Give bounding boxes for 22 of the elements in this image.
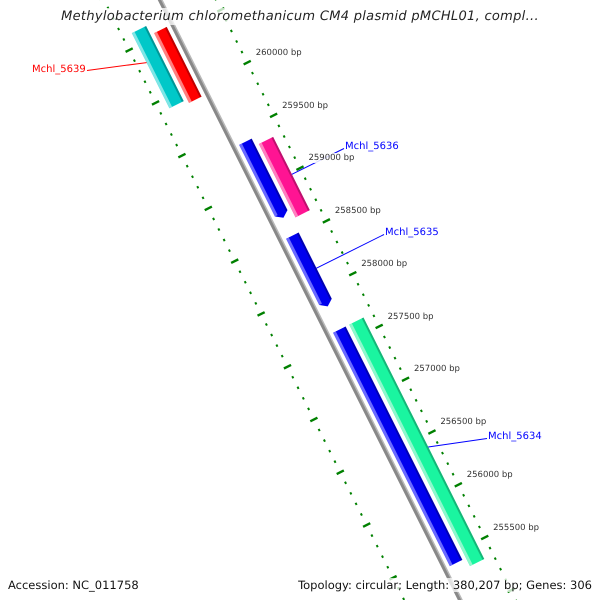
gene-bar	[154, 26, 202, 103]
genome-stats-text: Topology: circular; Length: 380,207 bp; Genes: 306	[298, 578, 592, 592]
position-label: 256500 bp	[440, 417, 486, 427]
gene-arrow	[286, 232, 332, 306]
position-label: 259000 bp	[308, 153, 354, 164]
position-label: 255500 bp	[493, 522, 540, 532]
position-label: 257500 bp	[388, 312, 434, 322]
position-label: 258500 bp	[334, 206, 381, 216]
accession-text: Accession: NC_011758	[8, 578, 139, 592]
position-label: 258000 bp	[361, 258, 408, 269]
leader-line	[428, 438, 488, 448]
position-label: 259500 bp	[282, 100, 328, 111]
gene-bar	[258, 136, 310, 218]
gene-label: Mchl_5636	[345, 141, 399, 152]
leader-line	[86, 62, 148, 71]
leader-line	[316, 234, 384, 269]
position-label: 257000 bp	[414, 364, 460, 374]
gene-label: Mchl_5635	[385, 227, 439, 238]
gene-label: Mchl_5639	[32, 64, 86, 75]
gene-label: Mchl_5634	[488, 431, 542, 442]
position-label: 260000 bp	[256, 48, 302, 58]
position-label: 256000 bp	[466, 470, 513, 480]
